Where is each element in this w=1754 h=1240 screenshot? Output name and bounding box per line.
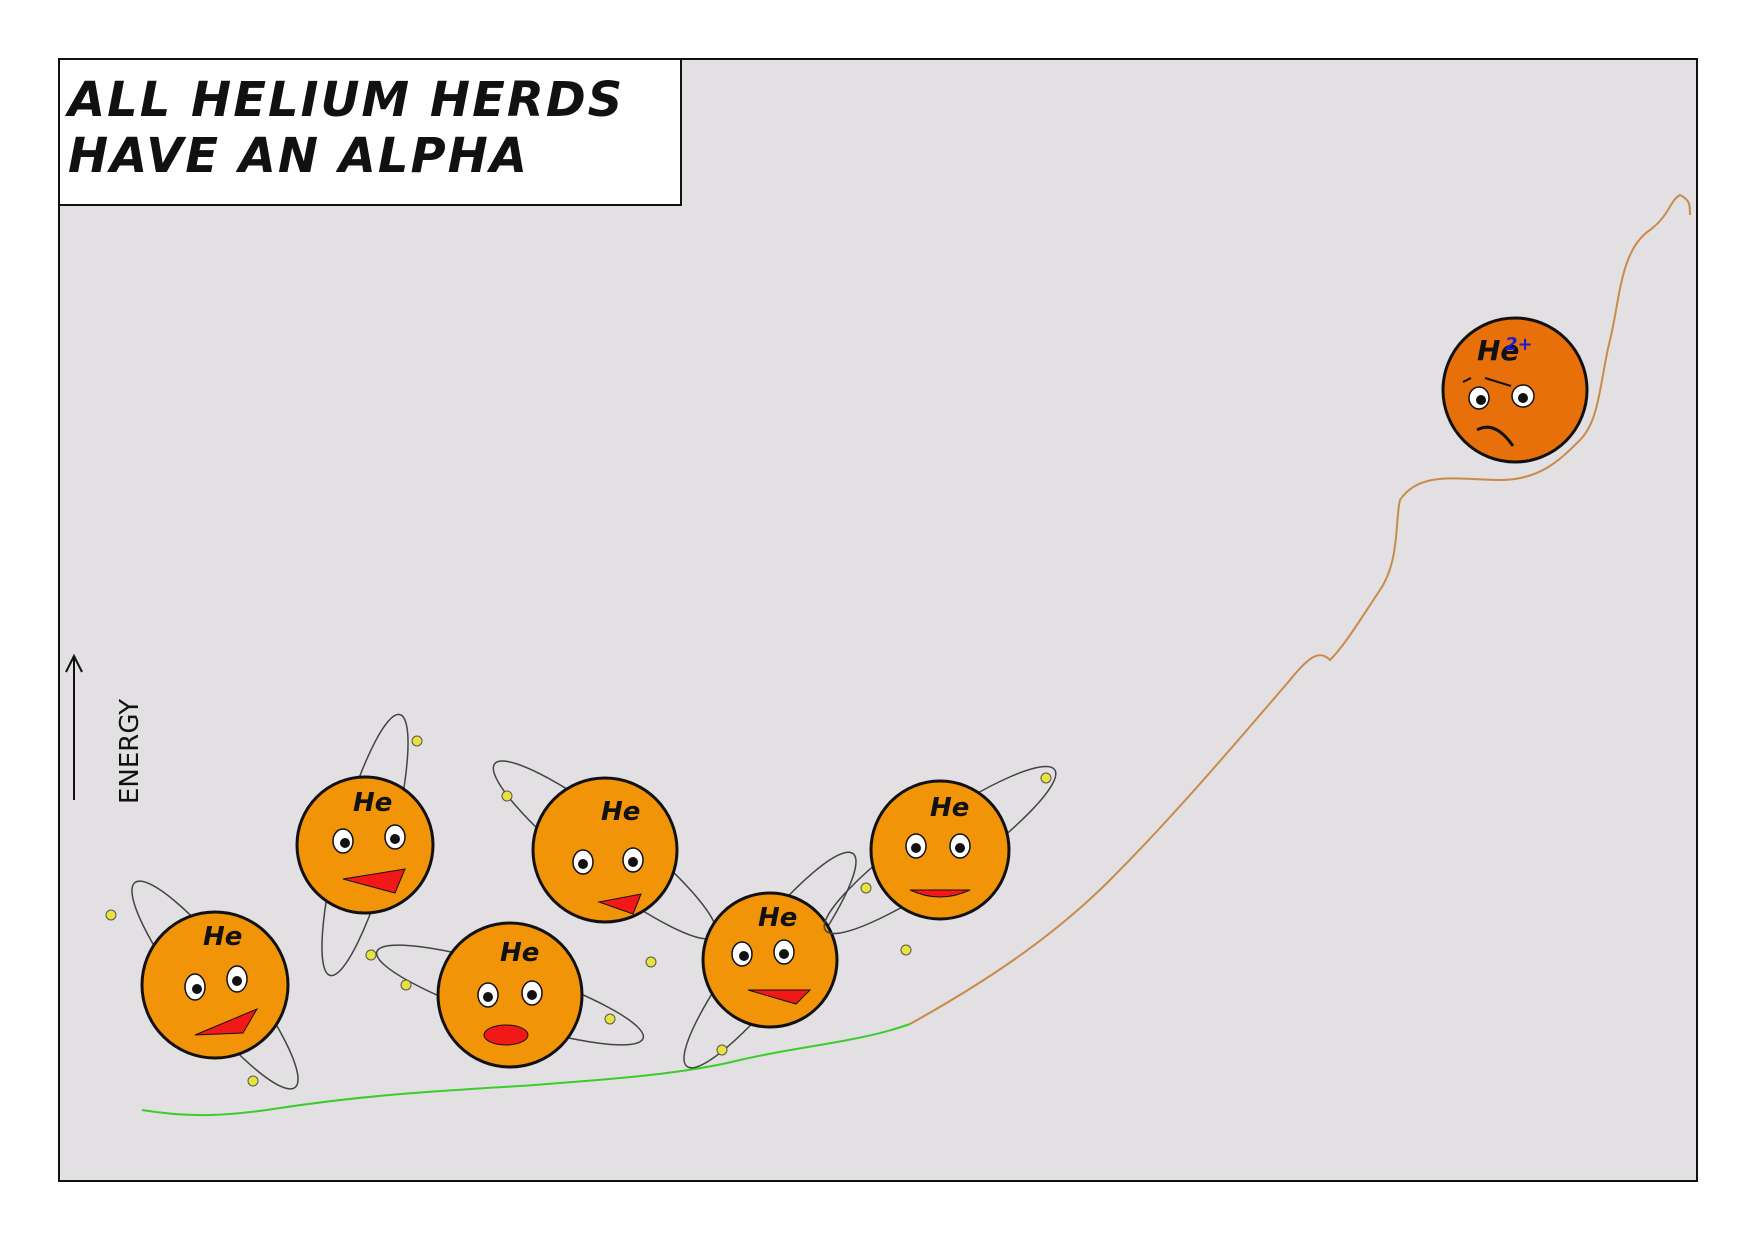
svg-text:He: He [930,793,969,823]
svg-text:2+: 2+ [1505,334,1533,355]
svg-text:He: He [1477,334,1519,367]
energy-axis-label: ENERGY [115,699,145,804]
alpha-particle-icon: He 2+ [1441,316,1589,464]
excited-state-curve [909,193,1691,1025]
caption-box: All helium herds have an alpha [58,58,682,206]
helium-atom-icon: He [683,851,872,1069]
panel-background [58,58,1698,1182]
caption-line-1: All helium herds [68,72,625,128]
svg-text:He: He [353,788,392,818]
helium-atom-icon: He [823,765,1057,956]
energy-arrow-icon [65,653,83,800]
ground-state-curve [141,1023,911,1117]
helium-atom-icon: He [105,880,299,1090]
helium-atom-icon: He [375,921,645,1069]
helium-atom-icon: He [492,760,718,968]
caption-line-2: have an alpha [68,128,529,184]
svg-text:He: He [758,903,797,933]
svg-text:He: He [203,922,242,952]
svg-text:He: He [500,938,539,968]
svg-text:He: He [601,797,640,827]
helium-atom-icon: He [295,713,435,977]
